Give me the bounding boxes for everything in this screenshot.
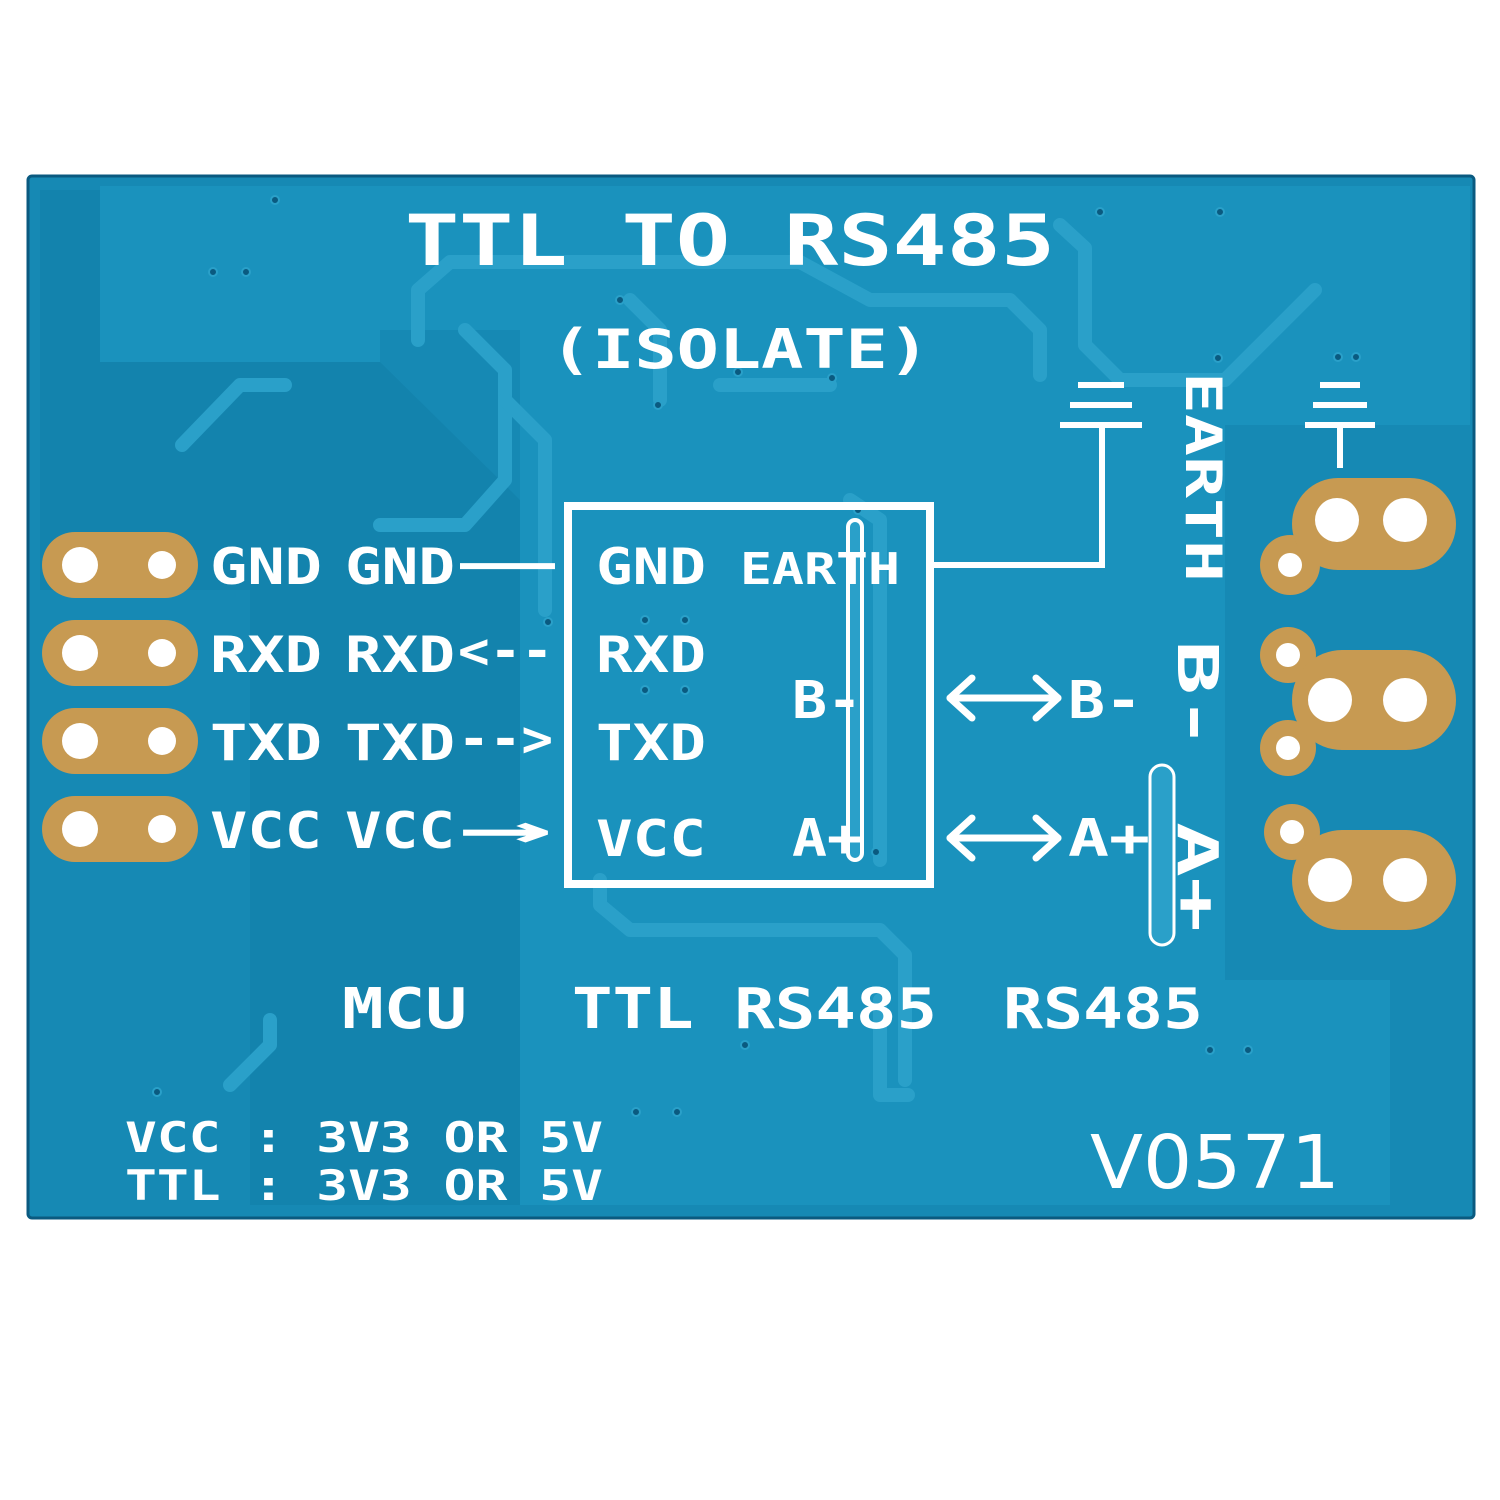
arrow-gnd: —: [460, 534, 558, 592]
module-label-vcc: VCC: [596, 810, 706, 868]
vias: [152, 195, 1361, 1117]
model-number: V0571: [1090, 1120, 1340, 1206]
module-label-txd: TXD: [596, 714, 706, 772]
module-label-a: A+: [792, 809, 862, 869]
pad-label-rxd: RXD: [210, 626, 322, 684]
mcu-label-rxd: RXD: [345, 626, 455, 684]
mcu-label-vcc: VCC: [345, 802, 455, 860]
copper-pour-left: [40, 190, 520, 1205]
pad-label-txd: TXD: [210, 714, 322, 772]
mcu-label-gnd: GND: [345, 538, 455, 596]
bus-label-b: B-: [1068, 671, 1142, 731]
copper-pour-top: [100, 186, 1470, 1205]
pad-label-vcc: VCC: [210, 802, 322, 860]
ground-symbol-earth: [1305, 382, 1375, 468]
a-vertical-label: A+: [1164, 822, 1229, 932]
pad-label-gnd: GND: [210, 538, 322, 596]
arrow-rxd: <--: [458, 622, 553, 680]
left-pads: [42, 532, 198, 862]
section-ttl-rs485: TTL RS485: [572, 977, 937, 1042]
isolator-module-outline: [564, 502, 934, 888]
b-vertical-label: B-: [1164, 640, 1229, 750]
pad-vcc: [42, 796, 198, 862]
module-label-rxd: RXD: [596, 626, 706, 684]
pad-rxd: [42, 620, 198, 686]
earth-vertical-label: EARTH: [1174, 372, 1232, 582]
arrow-txd: -->: [458, 710, 553, 768]
board-title: TTL TO RS485: [405, 200, 1055, 282]
rs485-divider-bar: [1148, 763, 1176, 947]
module-label-b: B-: [792, 671, 862, 731]
board-subtitle: (ISOLATE): [550, 318, 930, 381]
bus-arrow-b: [946, 674, 1062, 722]
pad-b: [1260, 627, 1456, 776]
pad-gnd: [42, 532, 198, 598]
ground-symbol-module: [930, 382, 1142, 568]
module-divider-bar: [846, 518, 864, 862]
right-pads: [1260, 478, 1456, 930]
mcu-label-txd: TXD: [345, 714, 455, 772]
spec-ttl: TTL : 3V3 OR 5V: [125, 1161, 603, 1210]
bus-label-a: A+: [1068, 809, 1150, 869]
pad-earth: [1260, 478, 1456, 595]
spec-vcc: VCC : 3V3 OR 5V: [125, 1113, 603, 1162]
section-rs485: RS485: [1003, 977, 1203, 1042]
pad-txd: [42, 708, 198, 774]
bus-arrow-a: [946, 814, 1062, 862]
module-label-earth: EARTH: [740, 544, 900, 595]
section-mcu: MCU: [342, 977, 467, 1042]
module-label-gnd: GND: [596, 538, 706, 596]
arrow-vcc: →: [458, 797, 553, 862]
pad-a: [1264, 804, 1456, 930]
